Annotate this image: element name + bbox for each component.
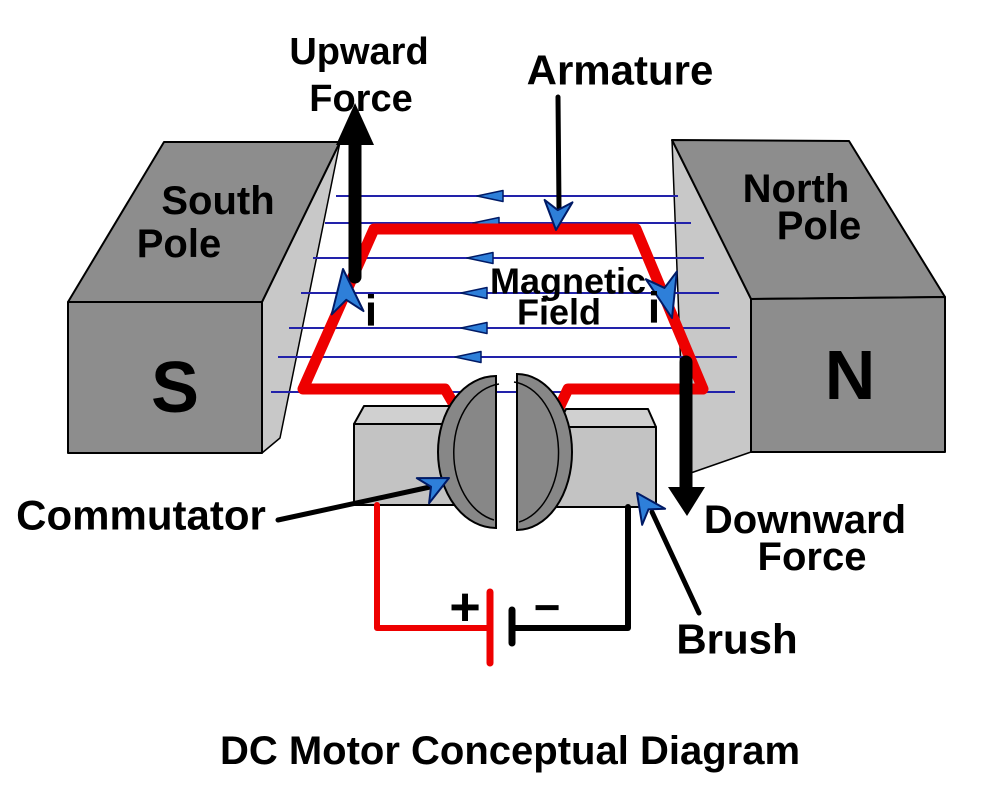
armature-pointer-line <box>555 94 562 210</box>
south-pole-label-line2: Pole <box>137 222 221 266</box>
commutator-disks <box>437 372 573 532</box>
commutator-right-half <box>516 372 573 532</box>
downward-force-label-line1: Downward <box>704 498 906 542</box>
upward-force-label-line1: Upward <box>289 31 428 73</box>
south-pole-label-line1: South <box>161 179 274 223</box>
commutator-pointer-line <box>275 484 433 523</box>
north-pole-label-line1: North <box>743 167 850 211</box>
battery-circuit: + − <box>374 502 631 667</box>
north-magnet-front-face <box>750 296 946 453</box>
field-direction-arrow-icon <box>460 286 488 300</box>
magnetic-field-lines <box>271 189 737 393</box>
magnetic-field-label-line1: Magnetic <box>490 261 646 302</box>
text-labels: Upward Force Armature Magnetic Field Com… <box>16 31 906 773</box>
downward-force-arrow <box>668 355 705 516</box>
brush-pointer-arrow-icon <box>636 492 667 526</box>
commutator-left-half <box>437 374 497 530</box>
battery-plus-symbol: + <box>449 577 481 637</box>
brush-pointer-line <box>649 509 702 616</box>
field-direction-arrow-icon <box>460 321 488 335</box>
brush-label: Brush <box>676 616 797 663</box>
armature-label: Armature <box>527 47 714 94</box>
upward-force-label-line2: Force <box>309 78 412 120</box>
current-label-left: i <box>365 287 377 336</box>
negative-lead-wire <box>512 504 631 631</box>
current-label-right: i <box>648 284 660 333</box>
south-pole-magnet: South Pole S <box>67 141 341 454</box>
commutator-pointer <box>275 477 450 523</box>
field-direction-arrow-icon <box>466 251 494 265</box>
magnetic-field-label-line2: Field <box>517 292 601 333</box>
battery-minus-symbol: − <box>534 581 561 633</box>
south-magnet-front-face <box>67 301 263 454</box>
downward-force-label-line2: Force <box>758 535 867 579</box>
downward-force-arrowhead-icon <box>668 487 705 516</box>
brush-right-top-face <box>556 408 657 428</box>
field-direction-arrow-icon <box>476 189 504 203</box>
current-indicators: i i <box>330 268 678 336</box>
upward-force-arrowhead-icon <box>336 103 374 145</box>
field-direction-arrow-icon <box>454 350 482 364</box>
upward-force-arrow <box>336 103 374 284</box>
brush-pointer <box>636 492 702 616</box>
south-letter: S <box>151 348 199 428</box>
north-letter: N <box>825 336 876 414</box>
commutator-label: Commutator <box>16 492 266 539</box>
commutator-pointer-arrow-icon <box>415 477 450 505</box>
diagram-title: DC Motor Conceptual Diagram <box>220 729 800 773</box>
positive-lead-wire <box>374 502 491 631</box>
armature-pointer-arrow-icon <box>543 198 574 231</box>
armature-wire-loop <box>297 223 709 414</box>
current-arrow-left-icon <box>330 268 365 316</box>
armature-pointer <box>543 94 574 231</box>
north-pole-label-line2: Pole <box>777 204 861 248</box>
current-arrow-right-icon <box>644 270 678 319</box>
commutator-left-inner-arc <box>453 383 500 521</box>
commutator-right-inner-arc <box>513 381 560 523</box>
north-pole-magnet: North Pole N <box>671 139 946 476</box>
